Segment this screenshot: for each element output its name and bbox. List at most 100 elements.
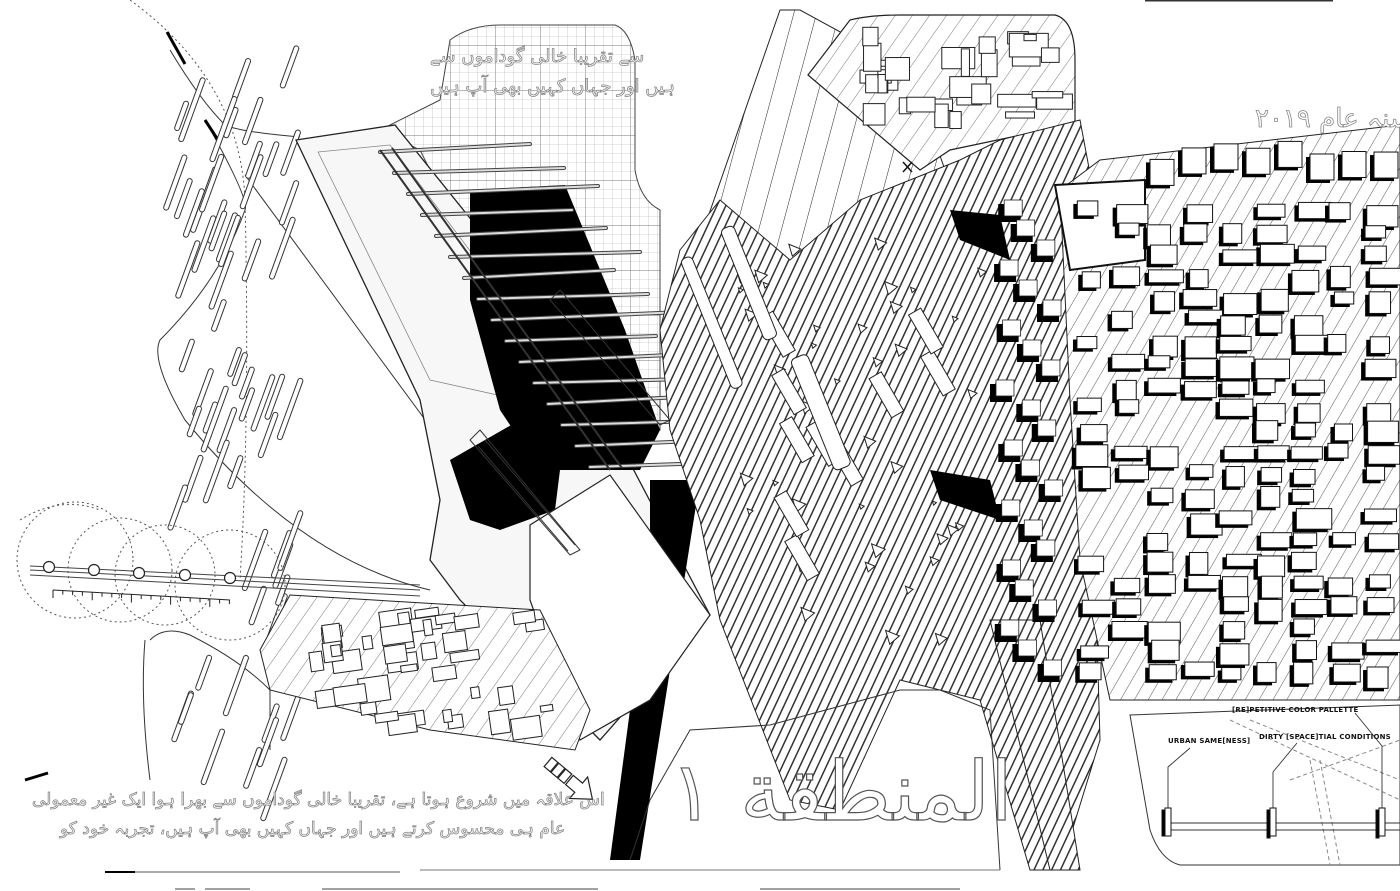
building-footprint — [884, 57, 911, 81]
extruded-building — [1186, 204, 1214, 223]
extruded-building — [1118, 399, 1140, 414]
building-footprint — [453, 613, 480, 631]
tree-mark — [279, 45, 300, 89]
area-title: المنطقة ١ — [669, 744, 1013, 840]
building-footprint — [960, 48, 970, 77]
building-bar — [681, 256, 743, 389]
extruded-building — [1369, 267, 1400, 286]
extruded-building — [1294, 422, 1316, 438]
extruded-building — [1077, 555, 1105, 573]
tree-mark — [238, 387, 255, 422]
debris-fragment — [934, 632, 949, 646]
extruded-building — [1297, 245, 1327, 261]
extruded-building — [1184, 336, 1217, 359]
tree-mark — [262, 141, 280, 178]
extruded-building — [1115, 379, 1137, 401]
extruded-building — [1256, 555, 1286, 578]
tree-mark — [173, 178, 193, 220]
tree-mark — [232, 58, 252, 100]
debris-fragment — [890, 460, 904, 475]
extruded-building — [1021, 399, 1041, 417]
extruded-building — [1219, 335, 1252, 352]
tree-mark — [280, 129, 301, 176]
debris-fragment — [812, 324, 822, 333]
tree-mark — [182, 188, 205, 238]
urdu-caption-top-line2: ہیں اور جہاں کہیں بھی آپ ہیں — [430, 76, 676, 98]
debris-fragment — [872, 356, 884, 368]
debris-fragment — [746, 507, 754, 516]
extruded-building — [1327, 334, 1347, 353]
building-footprint — [332, 682, 368, 707]
direction-arrow-icon — [543, 756, 594, 800]
extruded-building — [1223, 293, 1258, 315]
extruded-building — [1184, 358, 1219, 377]
diagram-dashed-lines — [1229, 719, 1400, 866]
extruded-city-blocks-right — [1071, 140, 1400, 692]
tree-mark — [276, 377, 304, 441]
building-footprint — [863, 42, 882, 72]
extruded-building — [1113, 577, 1141, 594]
steel-rod-highlight — [421, 209, 573, 216]
building-footprint — [934, 103, 949, 129]
extruded-building — [1333, 423, 1354, 442]
tree-mark — [243, 747, 263, 789]
debris-fragment — [967, 388, 978, 400]
debris-fragment — [737, 286, 745, 294]
extruded-building — [1327, 577, 1354, 596]
steel-rod-highlight — [463, 269, 615, 279]
extruded-building — [1293, 618, 1315, 635]
extruded-building — [1111, 310, 1133, 329]
extruded-building — [1042, 299, 1062, 317]
urdu-caption-top-line1: سے تقریبا خالی گوداموں سے — [430, 46, 645, 68]
steel-rod-highlight — [477, 293, 649, 300]
debris-fragment — [951, 315, 960, 323]
extruded-building — [1003, 199, 1023, 217]
extruded-building — [1036, 239, 1056, 257]
extruded-building — [1041, 359, 1061, 377]
extruded-building — [1260, 485, 1281, 508]
extruded-building — [1111, 353, 1146, 370]
building-footprint — [509, 714, 543, 741]
tree-mark — [241, 238, 262, 282]
extruded-building — [1148, 664, 1177, 681]
tree-mark — [256, 717, 279, 768]
node-circle-icon — [132, 566, 146, 580]
urdu-caption-bottom-line2: عام ہی محسوس کرتے ہیں اور جہاں کہیں بھی … — [60, 819, 566, 840]
building-footprint — [1005, 111, 1035, 119]
tree-mark — [227, 347, 242, 377]
extruded-building — [1256, 662, 1277, 683]
extruded-building — [1327, 442, 1349, 459]
tree-mark — [268, 216, 296, 280]
extruded-building — [1018, 279, 1038, 297]
building-bar — [778, 416, 815, 464]
extruded-building — [1223, 596, 1249, 612]
steel-rod-highlight — [407, 185, 599, 195]
extruded-building — [1076, 397, 1102, 413]
steel-rod-highlight — [379, 143, 531, 153]
extruded-building — [1118, 464, 1149, 481]
building-fragments-central — [681, 221, 988, 646]
debris-fragment — [858, 503, 866, 511]
tree-mark — [278, 180, 300, 226]
road-marker — [165, 31, 187, 65]
extruded-building — [1080, 424, 1108, 443]
extruded-building — [1291, 269, 1320, 293]
extruded-building — [1293, 661, 1314, 685]
extruded-building — [1332, 532, 1356, 546]
debris-fragment — [884, 629, 901, 646]
building-footprint — [422, 618, 434, 637]
steel-rod-highlight — [393, 167, 565, 174]
building-footprint — [971, 83, 992, 105]
tree-mark — [218, 214, 241, 268]
building-footprint — [496, 685, 516, 706]
extruded-building — [1256, 378, 1276, 394]
building-footprints-top-right — [859, 26, 1073, 129]
extruded-building — [1184, 489, 1215, 509]
tree-marks-left — [163, 45, 304, 822]
tree-mark — [182, 454, 204, 503]
extruded-building — [1364, 358, 1397, 379]
building-footprint — [382, 643, 409, 665]
extruded-building — [1043, 659, 1063, 677]
tree-mark — [200, 728, 226, 786]
building-footprint — [862, 26, 879, 47]
